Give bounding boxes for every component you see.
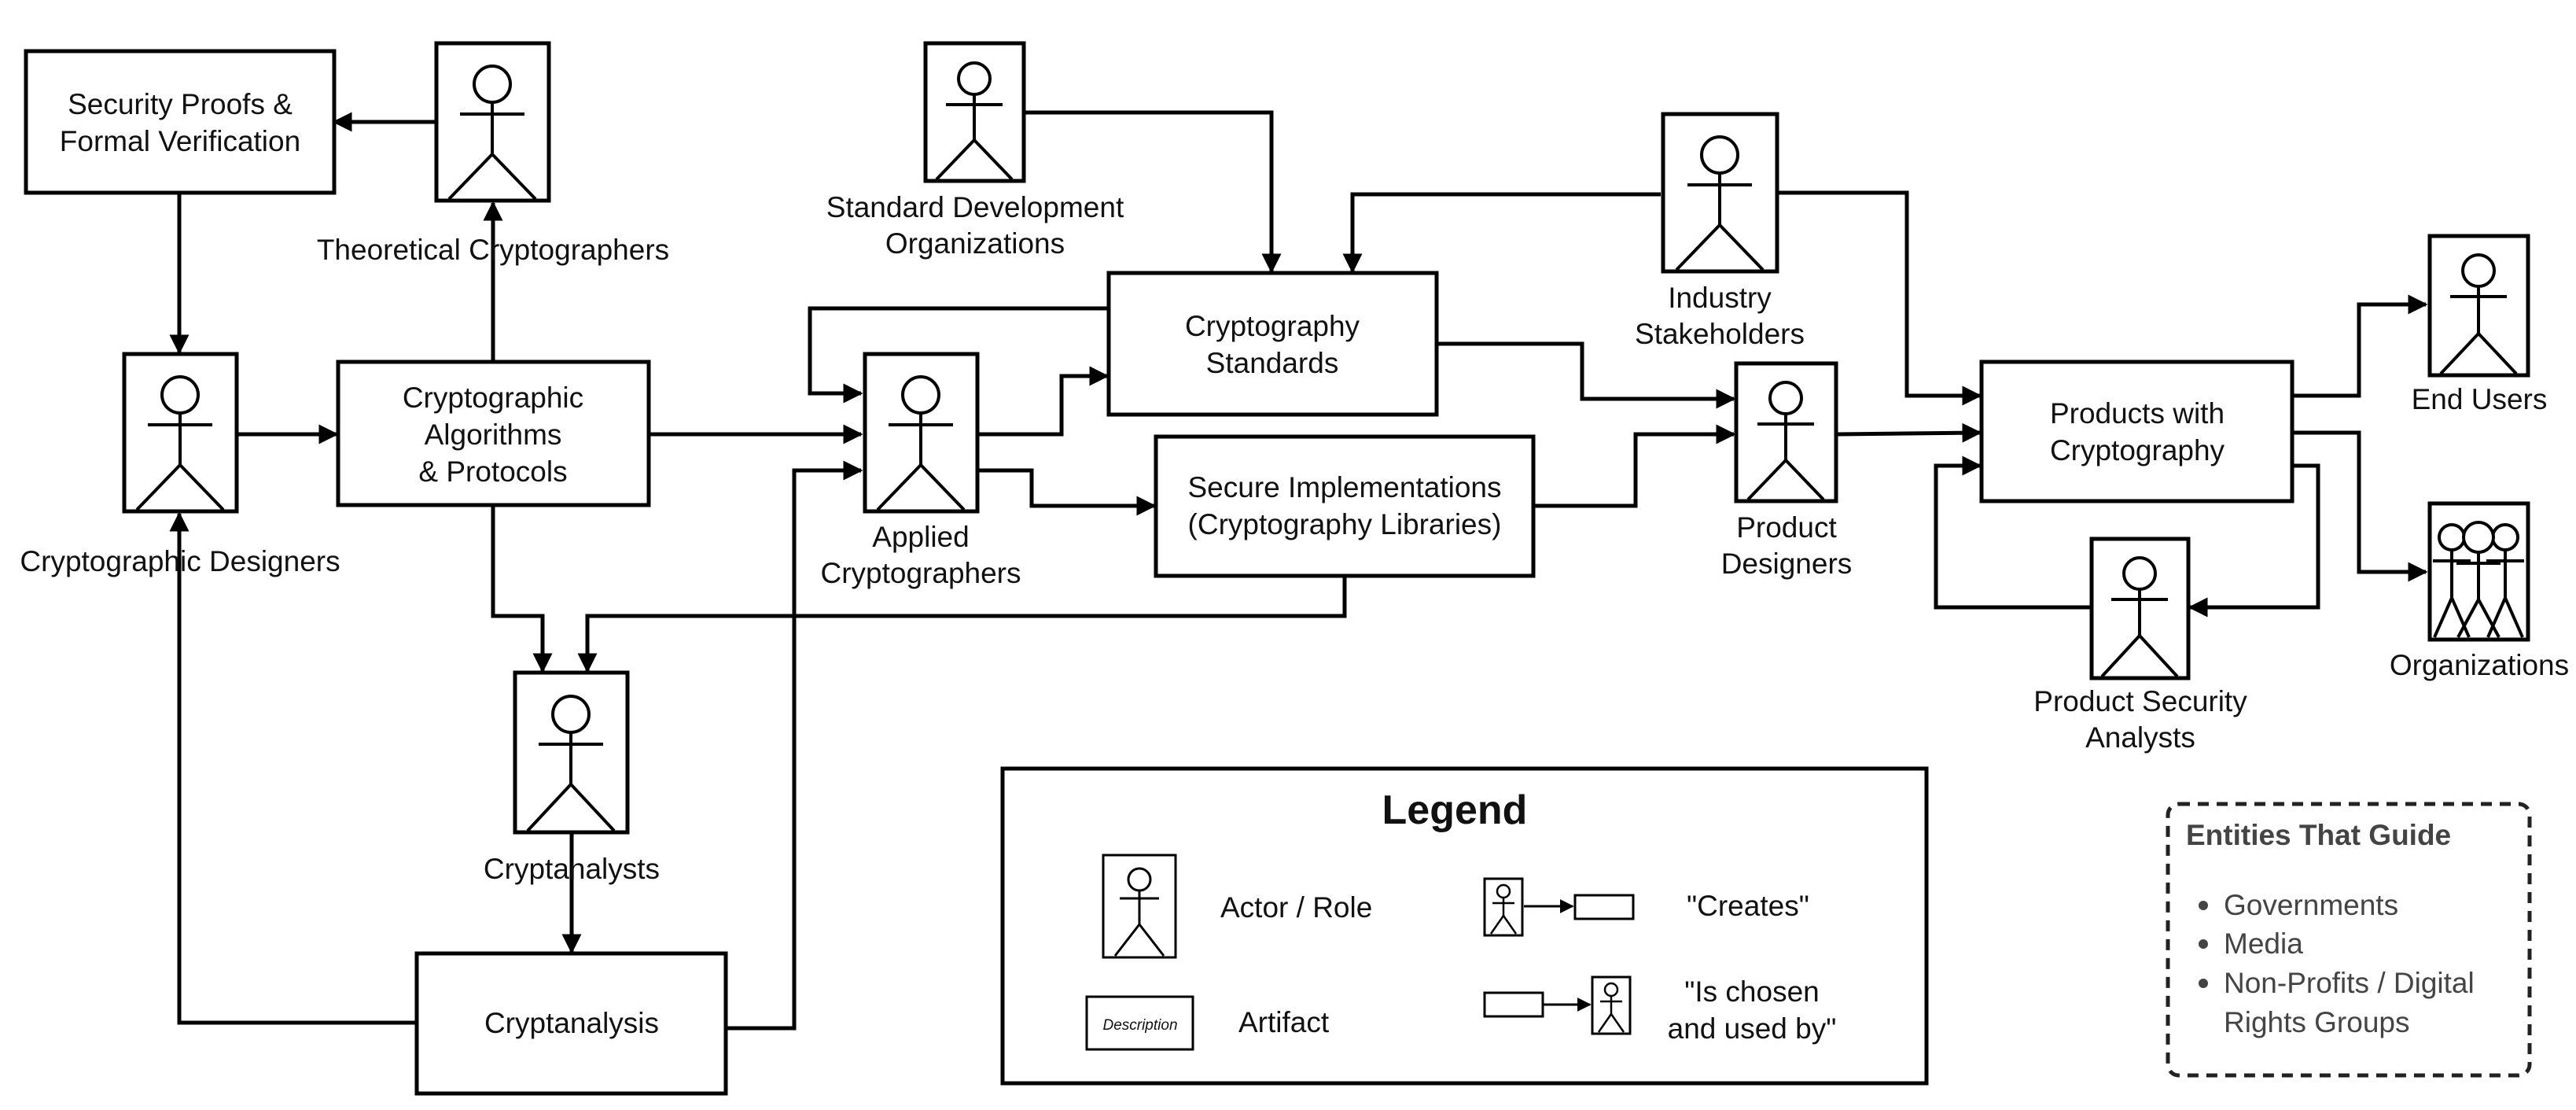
guide-item-nonprofits-line1: Non-Profits / Digital: [2224, 967, 2475, 999]
artifact-security-proofs: Security Proofs & Formal Verification: [24, 49, 337, 195]
guide-bullet-1: [2199, 901, 2208, 910]
guide-item-media: Media: [2224, 927, 2303, 960]
connectors: [169, 110, 2428, 1031]
edge-cryptanalysis-to-applied: [726, 460, 863, 1031]
theoretical-cryptographers-icon: [447, 65, 537, 201]
actor-product-security-analysts: Product Security Analysts: [2033, 537, 2247, 754]
algorithms-line1: Cryptographic: [403, 382, 583, 414]
standards-line2: Standards: [1206, 347, 1339, 379]
edge-algorithms-to-cryptanalysts: [491, 505, 553, 673]
applied-cryptographers-label-line2: Cryptographers: [820, 557, 1021, 589]
edge-products-to-end-users: [2292, 294, 2428, 398]
product-security-analysts-label-line2: Analysts: [2085, 721, 2195, 754]
guide-entities-panel: Entities That Guide Governments Media No…: [2166, 802, 2532, 1078]
standard-development-organizations-icon: [935, 61, 1014, 181]
artifact-cryptography-standards: Cryptography Standards: [1106, 271, 1439, 417]
product-designers-label-line2: Designers: [1721, 548, 1853, 580]
actor-cryptanalysts: Cryptanalysts: [484, 670, 660, 885]
standards-line1: Cryptography: [1185, 310, 1360, 342]
organizations-label: Organizations: [2390, 649, 2569, 681]
edge-industry-to-products: [1779, 190, 1982, 406]
legend-panel: Legend Actor / Role Description Artifact…: [1000, 766, 1929, 1086]
products-line1: Products with: [2050, 397, 2225, 430]
actor-product-designers: Product Designers: [1721, 361, 1853, 580]
edge-products-to-security-analysts: [2188, 463, 2320, 618]
artifact-secure-implementations: Secure Implementations (Cryptography Lib…: [1154, 434, 1536, 578]
edge-implementations-to-cryptanalysts: [577, 574, 1347, 673]
legend-chosen-label-line1: "Is chosen: [1684, 975, 1820, 1008]
legend-chosen-label-line2: and used by": [1668, 1012, 1837, 1045]
artifact-products-with-cryptography: Products with Cryptography: [1979, 360, 2294, 503]
artifact-algorithms-protocols: Cryptographic Algorithms & Protocols: [336, 360, 651, 507]
edge-industry-to-standards: [1342, 192, 1661, 274]
legend-artifact-sample-text: Description: [1102, 1017, 1177, 1034]
legend-artifact-sample: Description: [1085, 995, 1194, 1051]
legend-artifact-label: Artifact: [1238, 1006, 1330, 1038]
actor-applied-cryptographers: Applied Cryptographers: [820, 352, 1021, 589]
legend-creates-label: "Creates": [1687, 890, 1809, 922]
cryptographic-designers-icon: [135, 375, 225, 511]
guide-bullet-2: [2199, 939, 2208, 949]
implementations-line2: (Cryptography Libraries): [1188, 508, 1502, 540]
edge-standards-to-product-designers: [1437, 341, 1736, 409]
implementations-line1: Secure Implementations: [1188, 471, 1502, 503]
product-security-analysts-label-line1: Product Security: [2033, 685, 2247, 717]
end-users-icon: [2439, 253, 2518, 375]
actor-organizations: Organizations: [2390, 501, 2569, 681]
industry-stakeholders-icon: [1675, 135, 1765, 271]
product-security-analysts-icon: [2100, 556, 2179, 678]
product-designers-label-line1: Product: [1736, 511, 1837, 544]
industry-stakeholders-label-line2: Stakeholders: [1635, 318, 1805, 350]
edge-product-designers-to-products: [1837, 422, 1982, 443]
cryptographic-designers-label: Cryptographic Designers: [20, 545, 340, 577]
edge-implementations-to-product-designers: [1533, 424, 1736, 508]
edge-sdo-to-standards: [1024, 110, 1282, 274]
sdo-label-line1: Standard Development: [826, 191, 1124, 223]
edge-applied-to-standards: [979, 366, 1110, 437]
guide-bullet-3: [2199, 979, 2208, 988]
edge-standards-to-applied: [808, 306, 1109, 404]
sdo-label-line2: Organizations: [885, 227, 1065, 260]
legend-chosen-sample: [1483, 975, 1632, 1035]
cryptanalysts-icon: [526, 695, 616, 832]
guide-item-nonprofits-line2: Rights Groups: [2224, 1006, 2410, 1038]
edge-cryptanalysis-to-designers: [169, 511, 417, 1025]
theoretical-cryptographers-label: Theoretical Cryptographers: [317, 234, 669, 266]
edge-products-to-organizations: [2292, 430, 2428, 582]
end-users-label: End Users: [2412, 383, 2548, 415]
product-designers-icon: [1746, 381, 1825, 501]
actor-theoretical-cryptographers: Theoretical Cryptographers: [317, 41, 669, 266]
products-line2: Cryptography: [2050, 434, 2225, 466]
artifact-cryptanalysis: Cryptanalysis: [414, 951, 728, 1096]
edge-applied-to-implementations: [979, 468, 1157, 516]
cryptanalysts-label: Cryptanalysts: [484, 853, 660, 885]
guide-item-governments: Governments: [2224, 889, 2398, 921]
legend-creates-sample: [1483, 877, 1635, 937]
algorithms-line3: & Protocols: [418, 455, 567, 488]
legend-title: Legend: [1382, 787, 1528, 833]
edge-security-analysts-to-products: [1934, 455, 2090, 610]
cryptanalysis-label: Cryptanalysis: [484, 1007, 659, 1039]
legend-actor-sample: [1102, 854, 1177, 959]
organizations-icon: [2433, 521, 2524, 638]
applied-cryptographers-icon: [876, 375, 966, 511]
actor-industry-stakeholders: Industry Stakeholders: [1635, 112, 1805, 350]
applied-cryptographers-label-line1: Applied: [872, 521, 969, 553]
security-proofs-line1: Security Proofs &: [68, 88, 293, 120]
algorithms-line2: Algorithms: [425, 419, 562, 451]
actor-standard-development-organizations: Standard Development Organizations: [826, 41, 1124, 260]
legend-actor-role-label: Actor / Role: [1220, 891, 1372, 924]
actor-cryptographic-designers: Cryptographic Designers: [20, 352, 340, 577]
actor-end-users: End Users: [2412, 234, 2548, 415]
guide-title: Entities That Guide: [2186, 819, 2451, 851]
security-proofs-line2: Formal Verification: [60, 125, 300, 157]
industry-stakeholders-label-line1: Industry: [1668, 282, 1772, 314]
